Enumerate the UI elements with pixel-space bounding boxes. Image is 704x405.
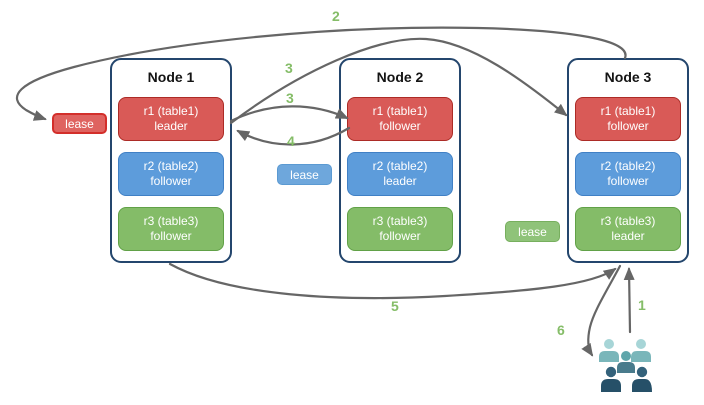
replica-name: r2 (table2) bbox=[372, 159, 428, 173]
node-1-title: Node 1 bbox=[147, 69, 195, 85]
replica-role: follower bbox=[607, 174, 649, 188]
lease-badge-table1: lease bbox=[52, 113, 107, 134]
node-3-replica-r2: r2 (table2) follower bbox=[575, 152, 681, 196]
node-3-container: Node 3 r1 (table1) follower r2 (table2) … bbox=[567, 58, 689, 263]
node-1-replica-r1: r1 (table1) leader bbox=[118, 97, 224, 141]
step-label-4: 4 bbox=[287, 133, 295, 149]
replica-name: r3 (table3) bbox=[143, 214, 199, 228]
replica-name: r1 (table1) bbox=[372, 104, 428, 118]
lease-badge-table2: lease bbox=[277, 164, 332, 185]
arrow-step-2-node3-to-lease1 bbox=[15, 26, 627, 121]
replica-name: r3 (table3) bbox=[600, 214, 656, 228]
replica-name: r1 (table1) bbox=[143, 104, 199, 118]
lease-badge-table3: lease bbox=[505, 221, 560, 242]
step-label-5: 5 bbox=[391, 298, 399, 314]
node-2-replica-r2: r2 (table2) leader bbox=[347, 152, 453, 196]
node-1-container: Node 1 r1 (table1) leader r2 (table2) fo… bbox=[110, 58, 232, 263]
replica-role: leader bbox=[154, 119, 188, 133]
node-1-replica-r3: r3 (table3) follower bbox=[118, 207, 224, 251]
node-2-replica-r3: r3 (table3) follower bbox=[347, 207, 453, 251]
node-2-container: Node 2 r1 (table1) follower r2 (table2) … bbox=[339, 58, 461, 263]
replica-role: follower bbox=[150, 174, 192, 188]
replica-role: follower bbox=[607, 119, 649, 133]
node-3-title: Node 3 bbox=[604, 69, 652, 85]
step-label-2: 2 bbox=[332, 8, 340, 24]
replica-name: r2 (table2) bbox=[600, 159, 656, 173]
step-label-1: 1 bbox=[638, 297, 646, 313]
step-label-3a: 3 bbox=[285, 60, 293, 76]
node-3-replica-r1: r1 (table1) follower bbox=[575, 97, 681, 141]
replica-name: r1 (table1) bbox=[600, 104, 656, 118]
node-1-replica-r2: r2 (table2) follower bbox=[118, 152, 224, 196]
replica-role: follower bbox=[379, 229, 421, 243]
arrow-step-3-leader-to-node2 bbox=[229, 105, 349, 123]
arrow-step-1-users-to-node3 bbox=[623, 267, 635, 334]
step-label-6: 6 bbox=[557, 322, 565, 338]
step-label-3b: 3 bbox=[286, 90, 294, 106]
replica-name: r2 (table2) bbox=[143, 159, 199, 173]
node-2-replica-r1: r1 (table1) follower bbox=[347, 97, 453, 141]
arrow-step-5-node1-to-node3 bbox=[168, 262, 617, 300]
replica-role: follower bbox=[379, 119, 421, 133]
node-2-title: Node 2 bbox=[376, 69, 424, 85]
node-3-replica-r3: r3 (table3) leader bbox=[575, 207, 681, 251]
replica-role: leader bbox=[383, 174, 417, 188]
replica-role: leader bbox=[611, 229, 645, 243]
users-icon bbox=[599, 339, 652, 392]
replica-role: follower bbox=[150, 229, 192, 243]
replica-name: r3 (table3) bbox=[372, 214, 428, 228]
